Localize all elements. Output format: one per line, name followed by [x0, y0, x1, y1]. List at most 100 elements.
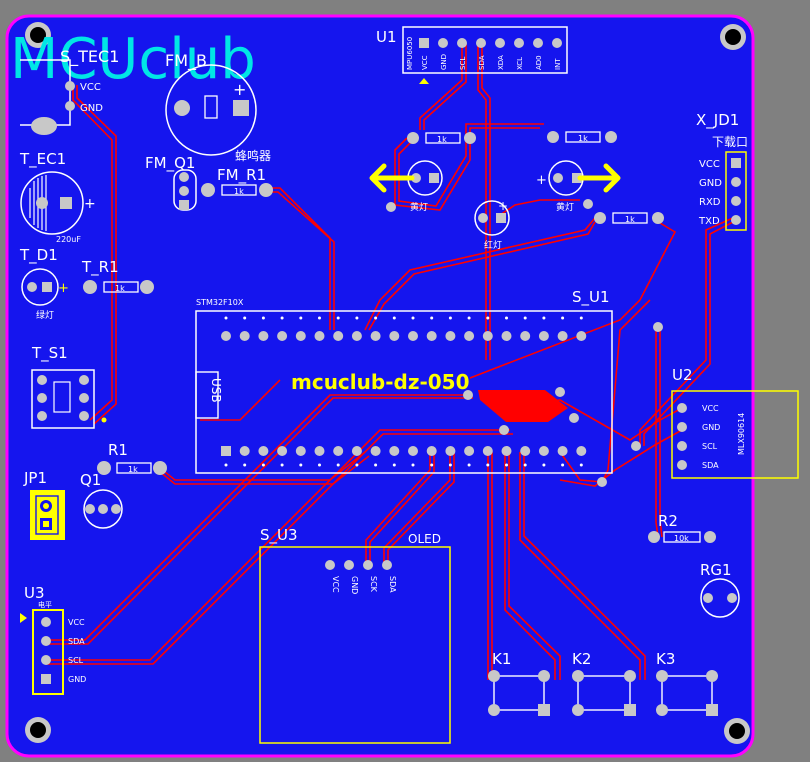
- oled-pad: [363, 560, 373, 570]
- u3-header: 电平: [38, 600, 52, 609]
- mcu-top-pad: [351, 331, 362, 341]
- mcu-bot-mark: [561, 463, 565, 467]
- u1-pad: [495, 38, 505, 48]
- fm-r1-val: 1k: [234, 187, 244, 196]
- mcu-top-pad: [389, 331, 400, 341]
- mcu-top-mark: [486, 316, 490, 320]
- u3-pin-label: VCC: [68, 618, 85, 627]
- fm-b-label: 蜂鸣器: [235, 148, 271, 163]
- mcu-bot-mark: [505, 463, 508, 467]
- mcu-bot-mark: [224, 463, 228, 467]
- mcu-top-pad: [239, 331, 250, 341]
- mcu-top-pad: [557, 331, 568, 341]
- mcu-top-mark: [561, 316, 565, 320]
- u2-pad: [677, 422, 687, 432]
- mcu-top-mark: [523, 316, 527, 320]
- mcu-top-pad: [314, 331, 325, 341]
- mcu-bot-mark: [430, 463, 434, 467]
- u3-pin-label: GND: [68, 675, 86, 684]
- mcu-top-mark: [392, 316, 396, 320]
- mcu-bot-pad: [538, 446, 549, 456]
- mcu-bot-pad: [426, 446, 437, 456]
- mcu-top-pad: [576, 331, 587, 341]
- mcu-bot-mark: [523, 463, 527, 467]
- s-tec1-vcc: VCC: [80, 82, 101, 93]
- jp1: JP1: [23, 469, 65, 540]
- t-d1: T_D1 + 绿灯: [19, 246, 69, 321]
- s-tec1: S_TEC1 VCC GND: [20, 47, 119, 135]
- usb-label: USB: [209, 378, 223, 403]
- u1-ref: U1: [376, 28, 397, 46]
- mcu-bot-pad: [370, 446, 381, 456]
- u2-pad: [677, 441, 687, 451]
- mcu-bot-pad: [239, 446, 250, 456]
- mcu-bot-mark: [280, 463, 284, 467]
- traces: [46, 44, 736, 680]
- mcu-bot-mark: [579, 463, 583, 467]
- xjd-pad: [731, 158, 741, 168]
- r1: R1 1k: [97, 441, 167, 475]
- u2-pin-label: VCC: [702, 404, 719, 413]
- t-d1-label: 绿灯: [36, 309, 54, 321]
- mcu-bot-pad: [314, 446, 325, 456]
- mcu-bot-pad: [277, 446, 288, 456]
- mcu-top-pad: [464, 331, 475, 341]
- r2-ref: R2: [658, 512, 678, 530]
- led-red-label: 红灯: [484, 239, 502, 251]
- mcu-bot-pad: [576, 446, 587, 456]
- k1-button: K1: [488, 650, 550, 716]
- fm-r1-ref: FM_R1: [217, 166, 266, 185]
- t-r1: T_R1 1k: [81, 258, 154, 294]
- t-r1-ref: T_R1: [81, 258, 119, 277]
- u3-pin-label: SCL: [68, 656, 84, 665]
- u1-pin-label: AD0: [535, 55, 543, 70]
- u1-pin-label: XCL: [516, 57, 524, 70]
- u3-pad: [41, 674, 51, 684]
- mcu-bot-mark: [261, 463, 265, 467]
- mcu-bot-mark: [243, 463, 247, 467]
- mcu-top-pins: [221, 316, 587, 341]
- oled-pin-label: SDA: [388, 576, 397, 593]
- oled-pad: [382, 560, 392, 570]
- mcu-top-pad: [501, 331, 512, 341]
- mcu-bot-pad: [258, 446, 269, 456]
- xjd-pin-label: TXD: [698, 216, 720, 227]
- svg-text:+: +: [58, 281, 69, 296]
- t-ec1: T_EC1 + 220uF: [19, 150, 96, 244]
- mounting-holes: [25, 22, 750, 744]
- led-yellow1-label: 黄灯: [410, 201, 428, 213]
- mcu-bot-mark: [448, 463, 452, 467]
- r2: R2 10k: [648, 512, 716, 543]
- u3-pad: [41, 655, 51, 665]
- s-u1-ref: S_U1: [572, 288, 610, 307]
- mcu-top-mark: [224, 316, 228, 320]
- xjd-pin-label: VCC: [699, 159, 720, 170]
- u1-pin-label: XDA: [497, 55, 505, 70]
- mcu-top-pad: [408, 331, 418, 341]
- mcu-bot-mark: [392, 463, 396, 467]
- mcu-bot-mark: [299, 463, 303, 467]
- mcu-top-mark: [448, 316, 452, 320]
- led-yellow1-r: 1k: [437, 135, 447, 144]
- led-yellow2-r: 1k: [578, 134, 588, 143]
- mcu-bot-pad: [333, 446, 344, 456]
- u1-pin-label: MPU6050: [406, 37, 414, 70]
- oled-pin-label: GND: [350, 576, 359, 594]
- jp1-ref: JP1: [23, 469, 47, 487]
- oled-pad: [344, 560, 354, 570]
- mcu-bot-mark: [411, 463, 415, 467]
- u1-pad: [438, 38, 448, 48]
- u2-part: MLX90614: [737, 413, 746, 455]
- mcu-top-mark: [336, 316, 340, 320]
- u1-pad: [419, 38, 429, 48]
- mcu-bot-pad: [520, 446, 531, 456]
- copper-pour: [478, 390, 568, 422]
- s-u1-mcu: STM32F10X: [196, 298, 244, 307]
- mcu-bot-pad: [445, 446, 456, 456]
- mcu-top-pad: [445, 331, 456, 341]
- mcu-top-pad: [370, 331, 381, 341]
- k1-ref: K1: [492, 650, 511, 668]
